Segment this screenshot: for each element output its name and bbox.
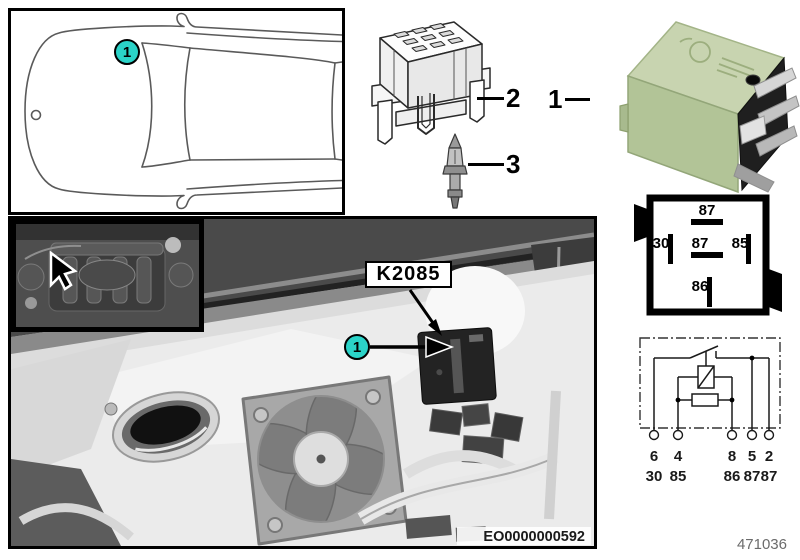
terminal-name-1: 85 — [670, 468, 687, 485]
relay-code-label[interactable]: K2085 — [365, 261, 452, 288]
relay-socket-drawing — [371, 21, 491, 145]
relay-photo — [619, 21, 800, 194]
switch-contact — [689, 345, 719, 359]
terminal-name-3: 87 — [744, 468, 761, 485]
pin-label-87-center: 87 — [692, 235, 709, 252]
terminal-pin-0: 6 — [650, 448, 658, 465]
pin-diagram-left-tab — [634, 204, 650, 242]
car-location-marker[interactable]: 1 — [114, 39, 140, 65]
item2-callout-line — [477, 97, 504, 100]
relay-pin-diagram: 87 30 87 85 86 — [634, 194, 782, 316]
connectors-and-wiring — [357, 390, 561, 542]
item1-number[interactable]: 1 — [548, 84, 563, 114]
cursor-arrow-icon — [49, 250, 78, 291]
relay-pins — [733, 67, 800, 193]
car-location-panel — [8, 8, 345, 215]
car-top-view-diagram — [24, 12, 343, 210]
pin-label-30: 30 — [653, 235, 670, 252]
relay-clip — [739, 115, 767, 145]
resistor-symbol — [691, 393, 719, 407]
terminal-pin-4: 2 — [765, 448, 773, 465]
photo-location-marker[interactable]: 1 — [344, 334, 370, 360]
oval-grommet — [111, 391, 221, 463]
relay-base-hole — [745, 74, 761, 86]
terminal-name-2: 86 — [724, 468, 741, 485]
pin-label-86: 86 — [692, 278, 709, 295]
car-marker-number: 1 — [122, 43, 132, 61]
terminal-pin-drawing — [442, 133, 468, 209]
terminal-pin-2: 8 — [728, 448, 736, 465]
terminal-name-4: 87 — [761, 468, 778, 485]
pin-diagram-right-tab — [766, 268, 782, 312]
pin-label-87-top: 87 — [699, 202, 716, 219]
bolt-head — [104, 402, 118, 416]
socket-contact-slots — [393, 23, 464, 52]
terminal-pin-3: 5 — [748, 448, 756, 465]
drawing-number: 471036 — [736, 536, 787, 553]
lower-left-shadow — [11, 459, 121, 546]
image-code: EO0000000592 — [483, 529, 585, 545]
location-photo: EO0000000592 — [11, 219, 595, 546]
cooling-fan — [241, 375, 408, 546]
pin-label-85: 85 — [732, 235, 749, 252]
item3-callout-line — [468, 163, 504, 166]
location-photo-panel: EO0000000592 — [8, 216, 597, 549]
relay-top-engraving — [679, 37, 755, 78]
photo-marker-number: 1 — [352, 338, 362, 356]
relay-circuit-schematic: 6 4 8 5 2 30 85 86 87 87 — [639, 337, 781, 485]
relay-latch-tab — [619, 103, 629, 133]
schematic-terminals — [648, 429, 775, 441]
engine-bay-inset — [11, 219, 204, 332]
relay-in-photo — [417, 327, 497, 405]
item2-number[interactable]: 2 — [506, 83, 521, 113]
terminal-name-0: 30 — [646, 468, 663, 485]
relay-code-text: K2085 — [376, 263, 441, 285]
terminal-pin-1: 4 — [674, 448, 683, 465]
item1-callout-line — [565, 98, 590, 101]
item3-number[interactable]: 3 — [506, 149, 521, 179]
